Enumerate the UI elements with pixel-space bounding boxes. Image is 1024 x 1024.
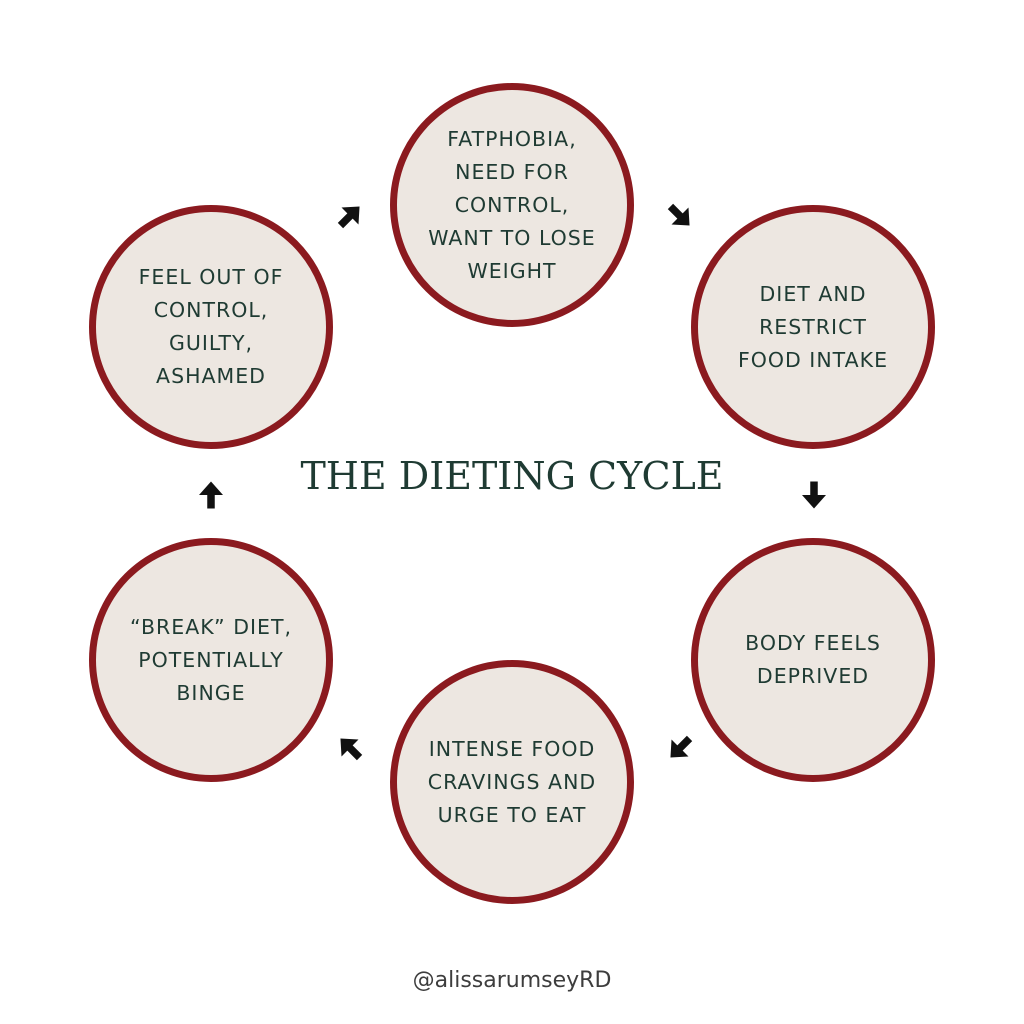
cycle-step-label: FATPHOBIA, NEED FOR CONTROL, WANT TO LOS… [428, 126, 596, 283]
cycle-step-break-diet: “BREAK” DIET, POTENTIALLY BINGE [89, 538, 333, 782]
arrow-up-right-icon [332, 198, 368, 234]
cycle-step-label: “BREAK” DIET, POTENTIALLY BINGE [129, 614, 293, 705]
cycle-step-label: INTENSE FOOD CRAVINGS AND URGE TO EAT [427, 736, 597, 827]
cycle-step-out-of-control: FEEL OUT OF CONTROL, GUILTY, ASHAMED [89, 205, 333, 449]
cycle-step-diet-restrict: DIET AND RESTRICT FOOD INTAKE [691, 205, 935, 449]
cycle-step-cravings: INTENSE FOOD CRAVINGS AND URGE TO EAT [390, 660, 634, 904]
arrow-up-left-icon [332, 730, 368, 766]
author-handle: @alissarumseyRD [412, 968, 612, 993]
cycle-step-label: BODY FEELS DEPRIVED [745, 631, 881, 688]
cycle-step-label: FEEL OUT OF CONTROL, GUILTY, ASHAMED [138, 265, 284, 388]
arrow-down-right-icon [662, 198, 698, 234]
cycle-step-label: DIET AND RESTRICT FOOD INTAKE [737, 281, 889, 372]
arrow-down-icon [796, 477, 832, 513]
arrow-down-left-icon [662, 730, 698, 766]
cycle-step-fatphobia: FATPHOBIA, NEED FOR CONTROL, WANT TO LOS… [390, 83, 634, 327]
arrow-up-icon [193, 477, 229, 513]
diagram-title: THE DIETING CYCLE [300, 454, 724, 498]
cycle-step-body-deprived: BODY FEELS DEPRIVED [691, 538, 935, 782]
